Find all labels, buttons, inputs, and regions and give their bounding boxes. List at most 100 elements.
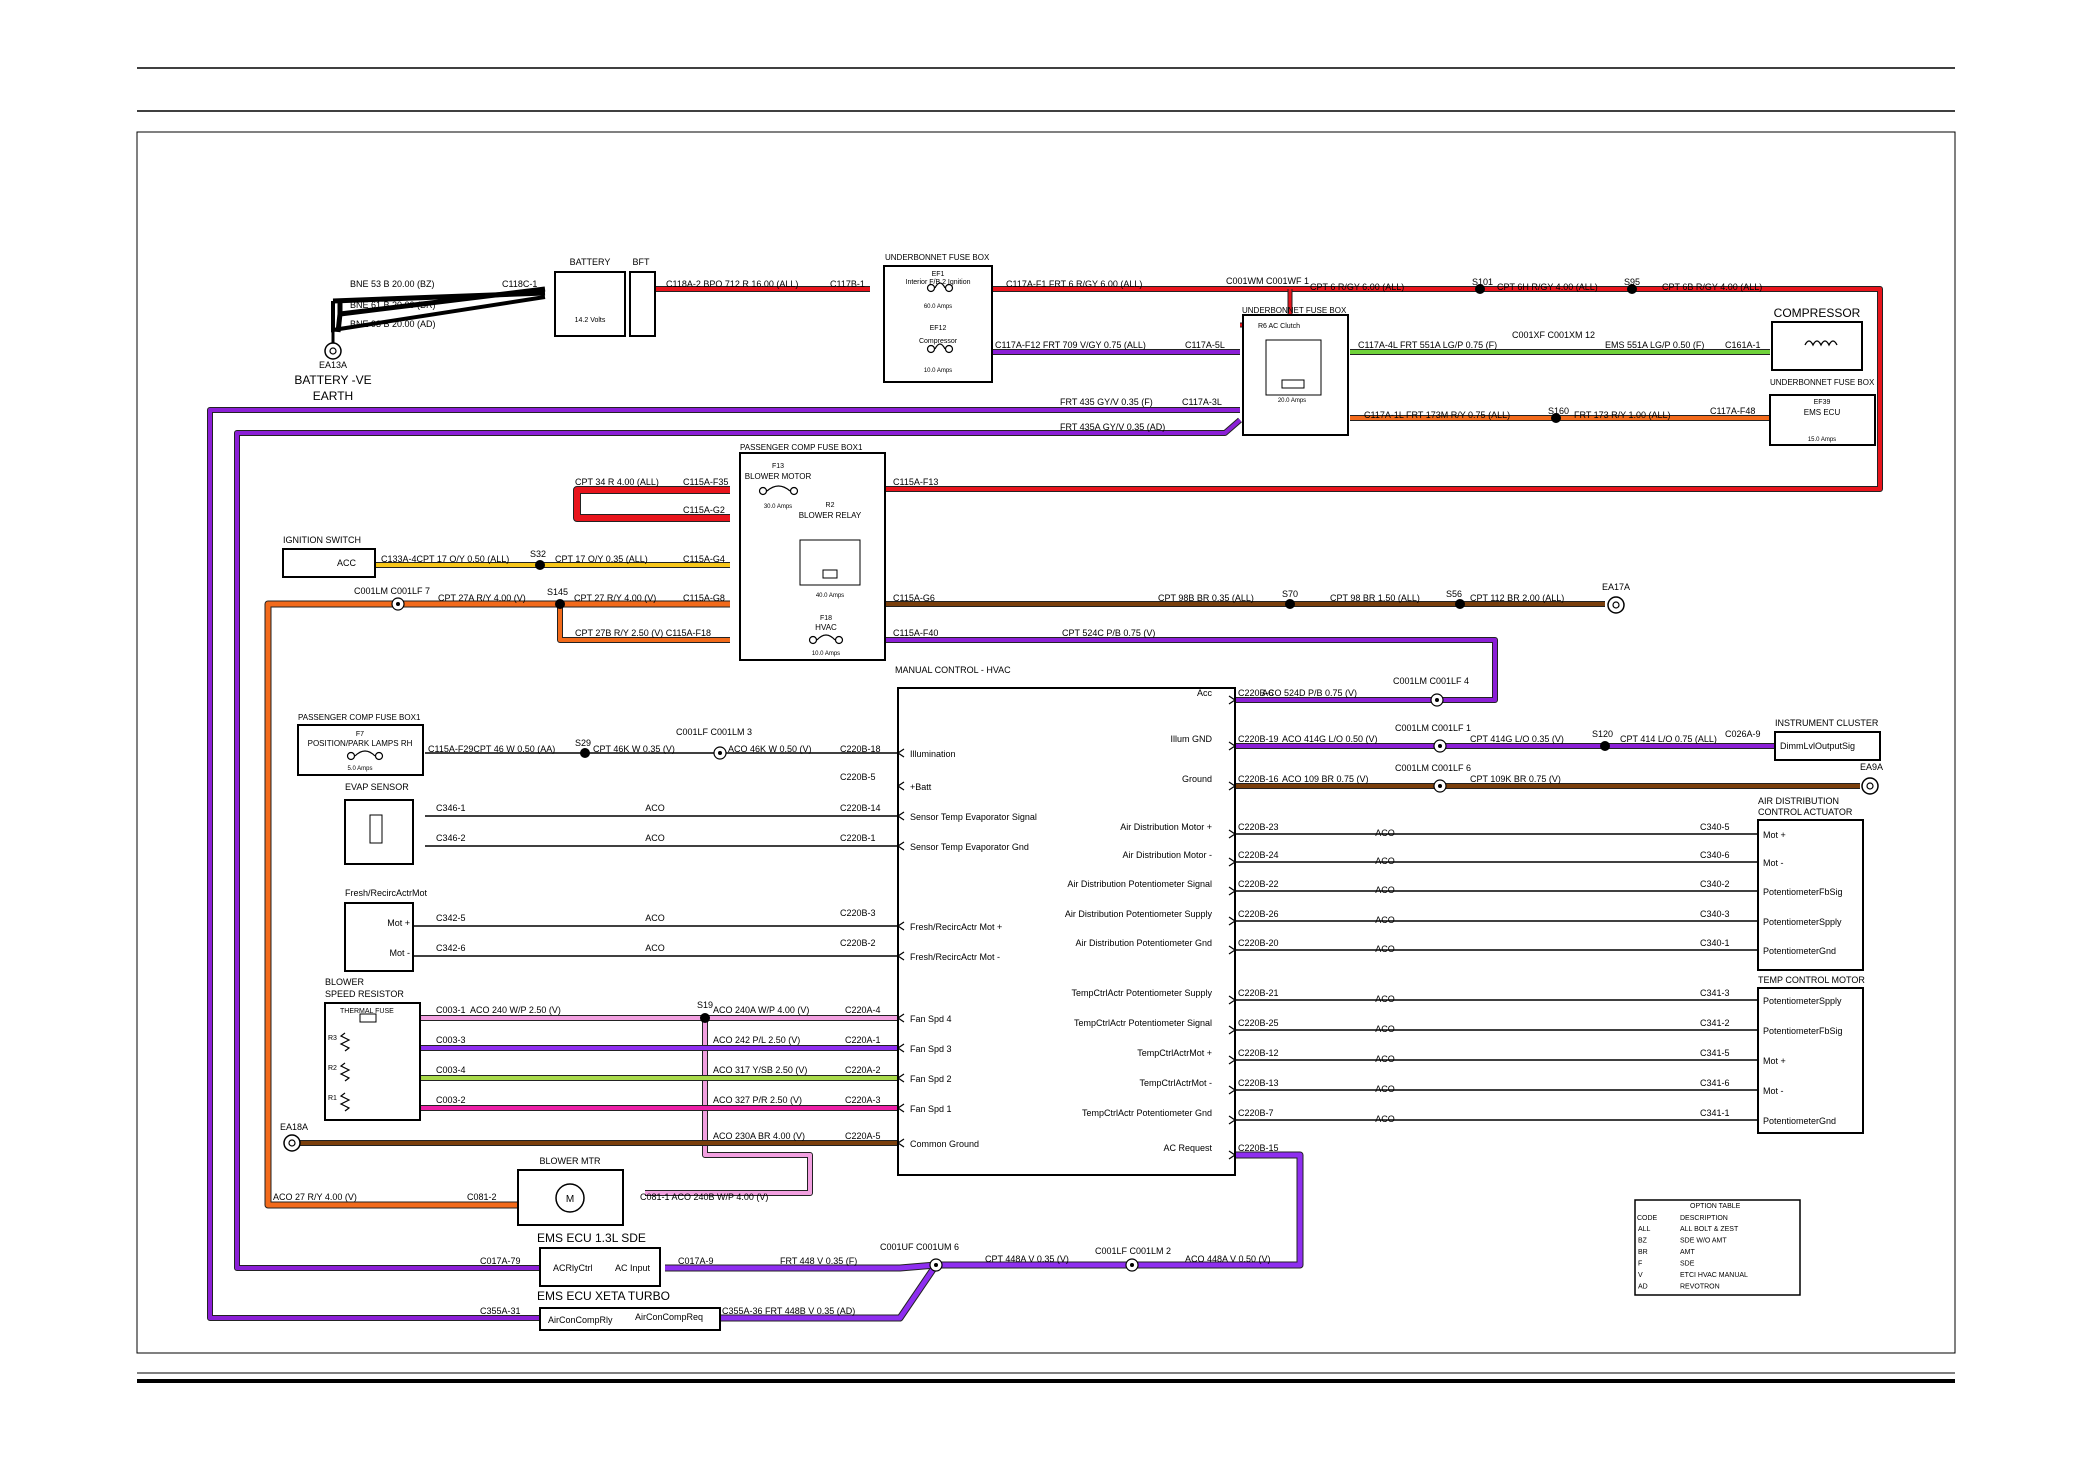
adca-pin-0: Mot +: [1763, 830, 1786, 840]
pin-arrow-icon: [896, 1043, 905, 1053]
fuse-ef1-end-b: [944, 283, 954, 293]
mc-left-pin-10: Common Ground: [910, 1139, 979, 1149]
c220b22-label: C220B-22: [1238, 879, 1279, 889]
mc-left-pin-7: Fan Spd 3: [910, 1044, 952, 1054]
aco-448a-wire: [1132, 1152, 1303, 1268]
earth-ea9a-icon-inner: [1866, 782, 1874, 790]
fuse-ef1-end-a: [926, 283, 936, 293]
pin-arrow-icon: [1228, 1085, 1237, 1095]
aco240a-label: ACO 240A W/P 4.00 (V): [713, 1005, 809, 1015]
frt173-label: FRT 173 R/Y 1.00 (ALL): [1574, 410, 1671, 420]
c220b21-label: C220B-21: [1238, 988, 1279, 998]
option-table-desc-0: ALL BOLT & ZEST: [1680, 1226, 1739, 1233]
pin-arrow-icon: [1228, 829, 1237, 839]
aco-right-4: ACO: [1375, 944, 1395, 954]
c220b18-label: C220B-18: [840, 744, 881, 754]
pin-arrow-icon: [1228, 945, 1237, 955]
pin-arrow-icon: [896, 748, 905, 758]
c117af1-label: C117A-F1 FRT 6 R/GY 6.00 (ALL): [1006, 279, 1142, 289]
c117af12-label: C117A-F12 FRT 709 V/GY 0.75 (ALL): [995, 340, 1146, 350]
connector-c001lm-1-pin: [1438, 744, 1442, 748]
battery-volts-label: 14.2 Volts: [575, 317, 606, 324]
c115af29-label: C115A-F29CPT 46 W 0.50 (AA): [428, 744, 555, 754]
c001lm7-label: C001LM C001LF 7: [354, 586, 430, 596]
c220b16-label: C220B-16: [1238, 774, 1279, 784]
f13-amps: 30.0 Amps: [764, 504, 792, 510]
c001lm1-label: C001LM C001LF 1: [1395, 723, 1471, 733]
temp-pin-4: PotentiometerGnd: [1763, 1116, 1836, 1126]
frt435-label: FRT 435 GY/V 0.35 (F): [1060, 397, 1153, 407]
c220a3-label: C220A-3: [845, 1095, 881, 1105]
frt435a-label: FRT 435A GY/V 0.35 (AD): [1060, 422, 1165, 432]
option-table-code-5: AD: [1638, 1284, 1648, 1291]
ignition-switch-box: [282, 548, 376, 578]
ems-ecu-xeta-box: [539, 1307, 721, 1331]
pin-arrow-icon: [1228, 916, 1237, 926]
fuse-ef12-end-b: [944, 344, 954, 354]
cpt27a-label: CPT 27A R/Y 4.00 (V): [438, 593, 526, 603]
mc-right-pin-8: TempCtrlActr Potentiometer Supply: [1071, 988, 1212, 998]
temp-pin-2: Mot +: [1763, 1056, 1786, 1066]
c117b1-label: C117B-1: [830, 279, 865, 289]
evap-sensor-label: EVAP SENSOR: [345, 782, 409, 792]
temp-pin-1: PotentiometerFbSig: [1763, 1026, 1843, 1036]
pin-arrow-icon: [1228, 995, 1237, 1005]
frt-6-wire-outline: [885, 286, 1883, 492]
c340_1-label: C340-1: [1700, 938, 1730, 948]
cpt-27-wire: [265, 601, 730, 1208]
aco-fresh-2: ACO: [645, 943, 665, 953]
c346-2-label: C346-2: [436, 833, 466, 843]
bne53-label: BNE 53 B 20.00 (BZ): [350, 279, 435, 289]
splice-s29: [580, 748, 590, 758]
temp-motor-title: TEMP CONTROL MOTOR: [1758, 975, 1865, 985]
pin-arrow-icon: [896, 1103, 905, 1113]
fresh-recirc-label: Fresh/RecircActrMot: [345, 888, 428, 898]
aco-right-7: ACO: [1375, 1054, 1395, 1064]
ub1-title: UNDERBONNET FUSE BOX: [885, 253, 990, 262]
ea17a-label: EA17A: [1602, 582, 1630, 592]
c220b15-label: C220B-15: [1238, 1143, 1279, 1153]
mc-right-pin-1: Illum GND: [1170, 734, 1212, 744]
option-table-desc-4: ETCI HVAC MANUAL: [1680, 1272, 1748, 1279]
fuse-f7-link: [354, 750, 376, 757]
c340_5-label: C340-5: [1700, 822, 1730, 832]
motor-m-label: M: [566, 1194, 574, 1205]
pin-arrow-icon: [1228, 1025, 1237, 1035]
connector-c001lm-6-pin: [1438, 784, 1442, 788]
option-table-desc-3: SDE: [1680, 1261, 1695, 1268]
pin-arrow-icon: [896, 781, 905, 791]
c001uf-label: C001UF C001UM 6: [880, 1242, 959, 1252]
c341_6-label: C341-6: [1700, 1078, 1730, 1088]
fuse-f7-end-b: [374, 751, 384, 761]
c081-2-label: C081-2: [467, 1192, 497, 1202]
option-table-desc-5: REVOTRON: [1680, 1284, 1720, 1291]
cpt6b-label: CPT 6B R/GY 4.00 (ALL): [1662, 282, 1762, 292]
cpt524c-label: CPT 524C P/B 0.75 (V): [1062, 628, 1155, 638]
pin-arrow-icon: [1228, 695, 1237, 705]
mc-left-pin-0: Illumination: [910, 749, 956, 759]
adca-title-1: AIR DISTRIBUTION: [1758, 796, 1839, 806]
c340_2-label: C340-2: [1700, 879, 1730, 889]
hvac-label: HVAC: [815, 623, 837, 632]
cpt6h-label: CPT 6H R/GY 4.00 (ALL): [1497, 282, 1598, 292]
splice-s160: [1551, 413, 1561, 423]
pin-arrow-icon: [896, 1138, 905, 1148]
compressor-box: [1771, 321, 1863, 371]
fuse-ef1-link: [934, 282, 946, 289]
manual-control-hvac-box: [897, 687, 1236, 1176]
mc-left-pin-2: Sensor Temp Evaporator Signal: [910, 812, 1037, 822]
resistor-r2b-icon: [339, 1062, 351, 1082]
aco448a-label: ACO 448A V 0.50 (V): [1185, 1254, 1271, 1264]
c001xf-label: C001XF C001XM 12: [1512, 330, 1595, 340]
f18-amps: 10.0 Amps: [812, 651, 840, 657]
cpt34-label: CPT 34 R 4.00 (ALL): [575, 477, 659, 487]
connector-c001lm-4-pin: [1435, 698, 1439, 702]
ea9a-label: EA9A: [1860, 762, 1883, 772]
pin-arrow-icon: [1228, 1115, 1237, 1125]
pos-park-label: POSITION/PARK LAMPS RH: [308, 739, 413, 748]
mc-right-pin-4: Air Distribution Motor -: [1122, 850, 1212, 860]
mc-right-pin-11: TempCtrlActrMot -: [1139, 1078, 1212, 1088]
pin-arrow-icon: [896, 1073, 905, 1083]
cpt6-label: CPT 6 R/GY 6.00 (ALL): [1310, 282, 1404, 292]
s95-label: S95: [1624, 277, 1640, 287]
